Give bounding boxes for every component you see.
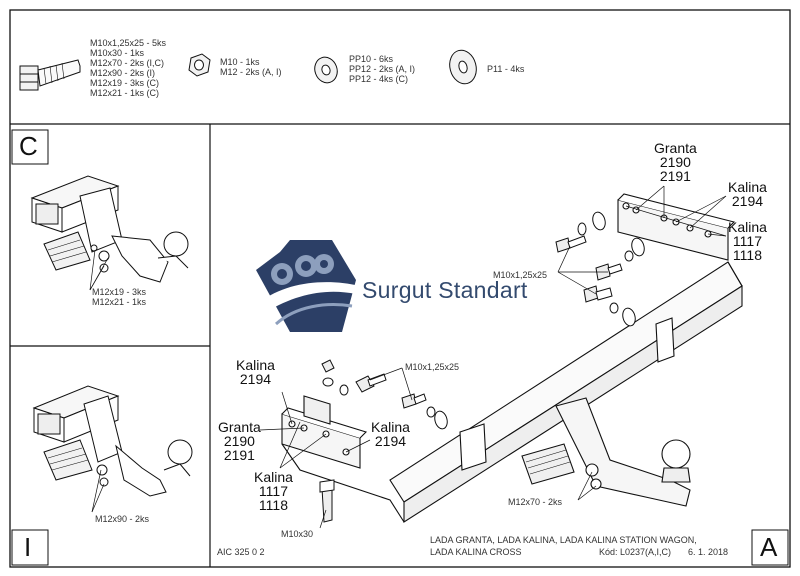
nut-spec-list: M10 - 1ks M12 - 2ks (A, I) <box>220 57 282 77</box>
outer-frame <box>9 9 791 568</box>
bolt-spec-4: M12x90 - 2ks (I) <box>90 68 156 78</box>
right-kalina-a-label: Kalina 2194 <box>728 180 767 208</box>
towbar-c-illustration <box>30 175 189 283</box>
bolt-spec-3: M12x70 - 2ks (I,C) <box>90 58 165 68</box>
towbar-a-illustration <box>281 193 743 524</box>
left-bolt-label: M10x1,25x25 <box>405 362 460 372</box>
washer-spec-list: PP10 - 6ks PP12 - 2ks (A, I) PP12 - 4ks … <box>349 54 415 84</box>
bolt-spec-list: M10x1,25x25 - 5ks M10x30 - 1ks M12x70 - … <box>90 38 166 98</box>
panel-c-bolt-labels: M12x19 - 3ks M12x21 - 1ks <box>92 287 146 307</box>
left-granta-code-2: 2191 <box>223 447 255 463</box>
nut-spec-1: M10 - 1ks <box>220 57 260 67</box>
right-granta-code-2: 2191 <box>659 168 691 184</box>
bolt-spec-6: M12x21 - 1ks (C) <box>90 88 160 98</box>
left-granta-model: Granta <box>218 419 261 435</box>
panel-c-bolt-1: M12x19 - 3ks <box>92 287 147 297</box>
panel-letter-c: C <box>19 131 38 161</box>
callout-lines-i <box>91 469 105 513</box>
left-granta-label: Granta 2190 2191 <box>218 420 261 462</box>
right-granta-model: Granta <box>654 140 697 156</box>
panel-c-bolt-2: M12x21 - 1ks <box>92 297 147 307</box>
panel-letter-a: A <box>760 532 778 562</box>
callout-lines-c <box>89 249 109 291</box>
ball-bolt-label: M12x70 - 2ks <box>508 497 563 507</box>
hex-nut-icon <box>188 53 211 77</box>
left-kalina-a-code: 2194 <box>239 371 272 387</box>
bolt-spec-1: M10x1,25x25 - 5ks <box>90 38 167 48</box>
letter-box-a <box>751 529 789 566</box>
washer-icon <box>314 56 338 84</box>
hardware-left <box>319 359 448 523</box>
brand-name: Surgut Standart <box>362 277 528 303</box>
right-bolt-label: M10x1,25x25 <box>493 270 548 280</box>
surgut-logo <box>256 240 360 332</box>
letter-box-c <box>11 129 49 165</box>
towbar-i-illustration <box>32 385 193 497</box>
right-kalina-b-code-2: 1118 <box>732 247 762 263</box>
left-kalina-b-code: 2194 <box>374 433 407 449</box>
right-kalina-a-code: 2194 <box>731 193 764 209</box>
vehicle-line-2: LADA KALINA CROSS <box>430 547 522 557</box>
left-kalina-c-model: Kalina <box>254 469 293 485</box>
left-kalina-c-code-1: 1117 <box>258 483 288 499</box>
washer-spec-1: PP10 - 6ks <box>349 54 394 64</box>
left-kalina-a-label: Kalina 2194 <box>236 358 275 386</box>
letter-box-i <box>11 529 49 566</box>
bolt-spec-5: M12x19 - 3ks (C) <box>90 78 160 88</box>
left-kalina-c-label: Kalina 1117 1118 <box>254 470 293 512</box>
bottom-bolt-label: M10x30 <box>281 529 314 539</box>
left-kalina-a-model: Kalina <box>236 357 275 373</box>
right-kalina-b-label: Kalina 1117 1118 <box>728 220 767 262</box>
left-kalina-c-code-2: 1118 <box>258 497 288 513</box>
nut-spec-2: M12 - 2ks (A, I) <box>220 67 282 77</box>
right-granta-label: Granta 2190 2191 <box>654 141 697 183</box>
panel-letter-i: I <box>24 532 32 562</box>
hex-bolt-icon <box>19 59 81 91</box>
left-granta-code-1: 2190 <box>223 433 255 449</box>
large-washer-icon <box>449 49 477 85</box>
large-washer-spec: P11 - 4ks <box>487 64 525 74</box>
drawing-date: 6. 1. 2018 <box>688 547 729 557</box>
washer-spec-2: PP12 - 2ks (A, I) <box>349 64 416 74</box>
washer-spec-3: PP12 - 4ks (C) <box>349 74 409 84</box>
product-code: Kód: L0237(A,I,C) <box>599 547 672 557</box>
callout-lines-a <box>259 185 727 529</box>
panel-i-bolt-label: M12x90 - 2ks <box>95 514 150 524</box>
right-granta-code-1: 2190 <box>659 154 691 170</box>
left-kalina-b-label: Kalina 2194 <box>371 420 410 448</box>
vehicle-line-1: LADA GRANTA, LADA KALINA, LADA KALINA ST… <box>430 535 697 545</box>
left-kalina-b-model: Kalina <box>371 419 410 435</box>
bolt-spec-2: M10x30 - 1ks <box>90 48 145 58</box>
drawing-number: AIC 325 0 2 <box>217 547 265 557</box>
right-kalina-b-model: Kalina <box>728 219 767 235</box>
right-kalina-b-code-1: 1117 <box>732 233 762 249</box>
right-kalina-a-model: Kalina <box>728 179 767 195</box>
